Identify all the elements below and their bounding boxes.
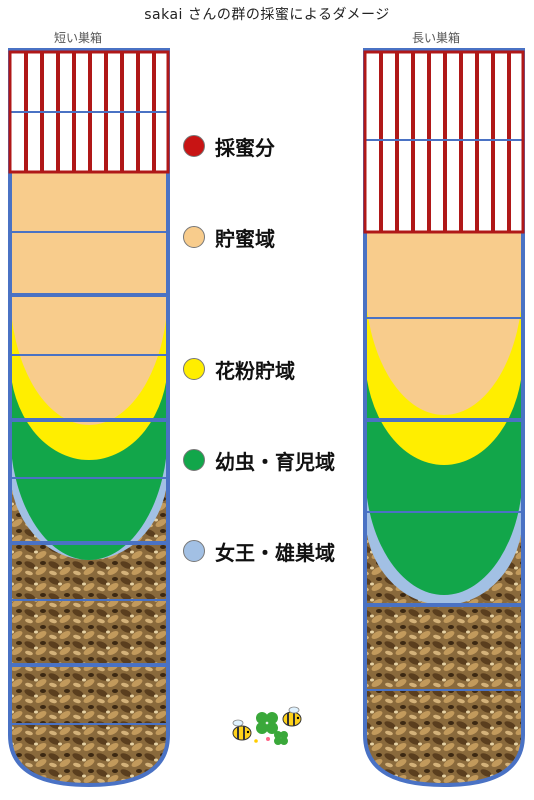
legend-dot-honey [183, 226, 205, 248]
legend-label-harvest: 採蜜分 [215, 135, 275, 160]
long-hive [363, 48, 525, 788]
long-hive-outline [363, 48, 525, 788]
legend-item-brood: 幼虫・育児域 [183, 447, 335, 474]
page-title: sakai さんの群の採蜜によるダメージ [144, 7, 390, 23]
long-honey-zone [365, 230, 523, 415]
legend-label-honey: 貯蜜域 [215, 226, 275, 251]
legend-dot-pollen [183, 358, 205, 380]
legend-dot-brood [183, 449, 205, 471]
short-hive-outline [8, 48, 170, 788]
short-honey-zone [10, 170, 168, 425]
legend-item-harvest: 採蜜分 [183, 133, 275, 160]
legend-dot-queen [183, 540, 205, 562]
short-hive-label: 短い巣箱 [54, 31, 103, 45]
legend-item-honey: 貯蜜域 [183, 224, 275, 251]
legend-item-queen: 女王・雄巣域 [183, 538, 335, 565]
legend-dot-harvest [183, 135, 205, 157]
long-hive-label: 長い巣箱 [412, 31, 461, 45]
legend-item-pollen: 花粉貯域 [183, 356, 295, 383]
short-hive [8, 48, 170, 788]
legend-label-queen: 女王・雄巣域 [215, 540, 335, 565]
legend-label-brood: 幼虫・育児域 [215, 449, 335, 474]
bee-clover-icon [232, 706, 302, 745]
legend-label-pollen: 花粉貯域 [215, 358, 295, 383]
